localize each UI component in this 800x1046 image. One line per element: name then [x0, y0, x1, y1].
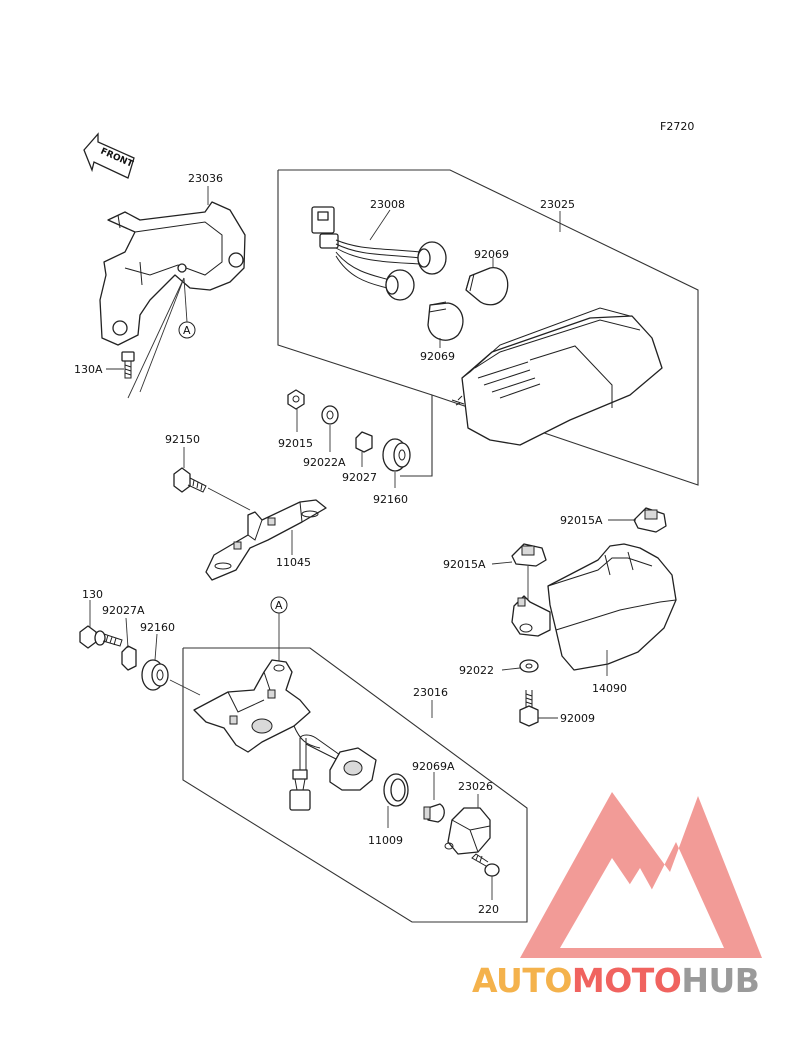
bulb-socket-assembly: [289, 734, 377, 811]
bolt-92150: [173, 467, 207, 493]
label-14090: 14090: [592, 682, 627, 695]
rear-cover-14090: [511, 543, 677, 671]
ref-a-top: A: [183, 324, 191, 337]
label-23036: 23036: [188, 172, 223, 185]
bulb-92069-top: [465, 267, 509, 306]
label-92027A: 92027A: [102, 604, 145, 617]
wire-harness-23008: [311, 206, 447, 301]
label-92160-top: 92160: [373, 493, 408, 506]
bulb-92069A: [423, 803, 445, 823]
label-23016: 23016: [413, 686, 448, 699]
label-92022: 92022: [459, 664, 494, 677]
automotohub-logo: [520, 792, 762, 958]
taillight-lens-23025: [451, 307, 663, 446]
label-130: 130: [82, 588, 103, 601]
label-92015A-left: 92015A: [443, 558, 486, 571]
label-92069-top: 92069: [474, 248, 509, 261]
screw-220: [471, 853, 500, 877]
gasket-11009: [383, 773, 409, 807]
grommet-92160-top: [382, 438, 411, 472]
label-23026: 23026: [458, 780, 493, 793]
label-92069A: 92069A: [412, 760, 455, 773]
nut-92015A-left: [511, 543, 547, 567]
label-92027: 92027: [342, 471, 377, 484]
grommet-92160-bottom: [141, 659, 169, 691]
nut-92015A-right: [633, 507, 667, 533]
license-lens-23026: [444, 807, 491, 855]
label-23025: 23025: [540, 198, 575, 211]
bolt-130A: [121, 351, 135, 379]
label-92022A: 92022A: [303, 456, 346, 469]
label-11045: 11045: [276, 556, 311, 569]
bolt-92009: [519, 690, 539, 727]
label-92015A-right: 92015A: [560, 514, 603, 527]
collar-92027A: [121, 645, 137, 671]
label-92150: 92150: [165, 433, 200, 446]
label-23008: 23008: [370, 198, 405, 211]
ref-a-bottom: A: [275, 599, 283, 612]
bracket-23036: [99, 201, 246, 346]
label-130A: 130A: [74, 363, 103, 376]
label-92009: 92009: [560, 712, 595, 725]
label-11009: 11009: [368, 834, 403, 847]
license-bracket-23016: [193, 659, 321, 753]
front-arrow-icon: FRONT: [83, 132, 135, 179]
figure-code: F2720: [660, 120, 694, 133]
label-92160-bottom: 92160: [140, 621, 175, 634]
nut-92015: [287, 389, 305, 410]
washer-92022: [519, 659, 539, 673]
bolt-130: [79, 625, 123, 649]
label-92069-bottom: 92069: [420, 350, 455, 363]
washer-92022A: [321, 405, 339, 425]
bulb-92069-bottom: [427, 301, 464, 341]
label-220: 220: [478, 903, 499, 916]
collar-92027: [355, 431, 373, 453]
watermark-auto: AUTOMOTOHUB: [472, 961, 759, 1000]
bracket-11045: [205, 499, 327, 581]
label-92015: 92015: [278, 437, 313, 450]
